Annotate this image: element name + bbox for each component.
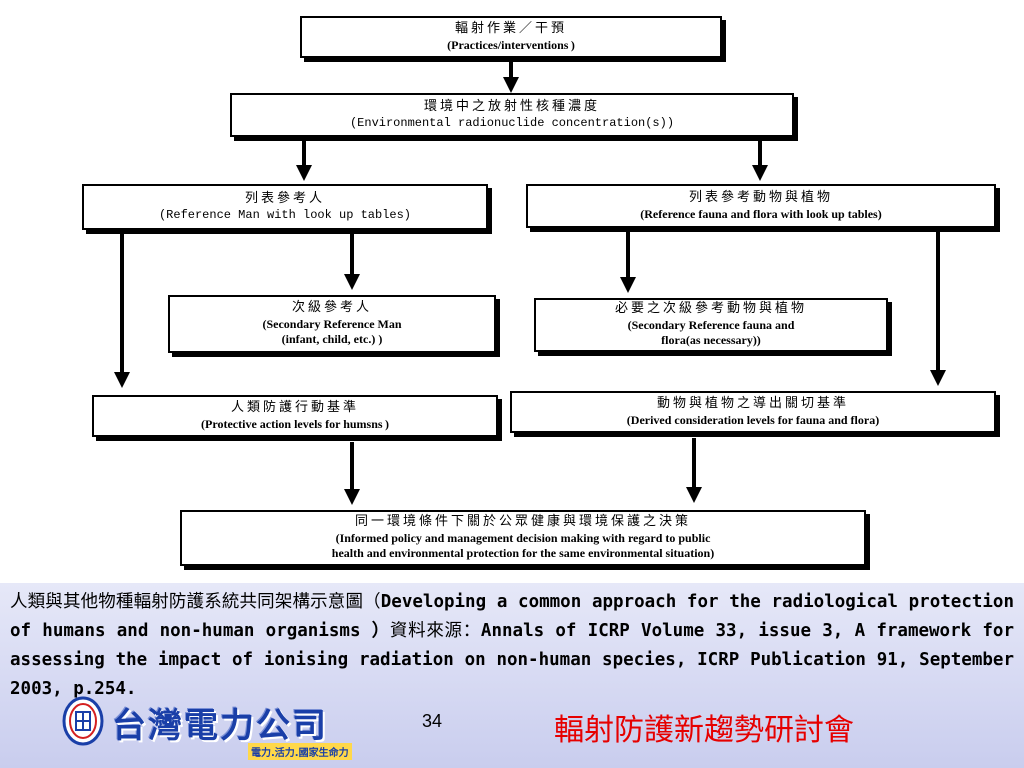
derived-box: 動物與植物之導出關切基準 (Derived consideration leve… [510, 391, 996, 433]
secondary-man-box: 次級參考人 (Secondary Reference Man (infant, … [168, 295, 496, 353]
reference-fauna-en: (Reference fauna and flora with look up … [640, 206, 882, 221]
secondary-fauna-box: 必要之次級參考動物與植物 (Secondary Reference fauna … [534, 298, 888, 352]
protective-zh: 人類防護行動基準 [230, 399, 359, 415]
page-number: 34 [422, 711, 443, 731]
reference-fauna-box: 列表參考動物與植物 (Reference fauna and flora wit… [526, 184, 996, 228]
caption-zh: 人類與其他物種輻射防護系統共同架構示意圖（ [10, 592, 381, 612]
practices-box: 輻射作業／干預 (Practices/interventions ) [300, 16, 722, 58]
company-logo-text: 台灣電力公司 [112, 706, 328, 746]
figure-caption: 人類與其他物種輻射防護系統共同架構示意圖（Developing a common… [10, 588, 1014, 704]
seminar-title: 輻射防護新趨勢研討會 [554, 713, 854, 748]
derived-en: (Derived consideration levels for fauna … [626, 412, 880, 427]
reference-man-zh: 列表參考人 [244, 190, 325, 206]
decision-en2: health and environmental protection for … [331, 546, 715, 561]
protective-box: 人類防護行動基準 (Protective action levels for h… [92, 395, 498, 437]
derived-zh: 動物與植物之導出關切基準 [656, 395, 849, 411]
environment-box: 環境中之放射性核種濃度 (Environmental radionuclide … [230, 93, 794, 137]
decision-en1: (Informed policy and management decision… [335, 530, 711, 545]
reference-man-box: 列表參考人 (Reference Man with look up tables… [82, 184, 488, 230]
secondary-man-en1: (Secondary Reference Man [262, 316, 402, 331]
decision-zh: 同一環境條件下關於公眾健康與環境保護之決策 [354, 513, 691, 529]
secondary-man-en2: (infant, child, etc.) ) [281, 332, 383, 347]
caption-en: Developing a common approach for the rad… [10, 592, 1015, 641]
secondary-fauna-en1: (Secondary Reference fauna and [627, 317, 795, 332]
reference-fauna-zh: 列表參考動物與植物 [688, 189, 833, 205]
footer-background [0, 583, 1024, 768]
environment-zh: 環境中之放射性核種濃度 [423, 98, 600, 114]
practices-en: (Practices/interventions ) [447, 37, 575, 52]
caption-source-zh: 資料來源： [389, 621, 481, 641]
taipower-emblem-icon [62, 696, 104, 746]
environment-en: (Environmental radionuclide concentratio… [349, 115, 675, 130]
secondary-fauna-zh: 必要之次級參考動物與植物 [614, 300, 807, 316]
practices-zh: 輻射作業／干預 [454, 20, 567, 36]
reference-man-en: (Reference Man with look up tables) [158, 207, 412, 222]
decision-box: 同一環境條件下關於公眾健康與環境保護之決策 (Informed policy a… [180, 510, 866, 566]
company-slogan: 電力.活力.國家生命力 [248, 743, 352, 760]
caption-source-en: Annals of ICRP Volume 33, issue 3, A fra… [10, 621, 1015, 699]
secondary-fauna-en2: flora(as necessary)) [661, 333, 761, 348]
flow-arrows [114, 58, 946, 505]
secondary-man-zh: 次級參考人 [291, 299, 372, 315]
protective-en: (Protective action levels for humsns ) [201, 416, 389, 431]
